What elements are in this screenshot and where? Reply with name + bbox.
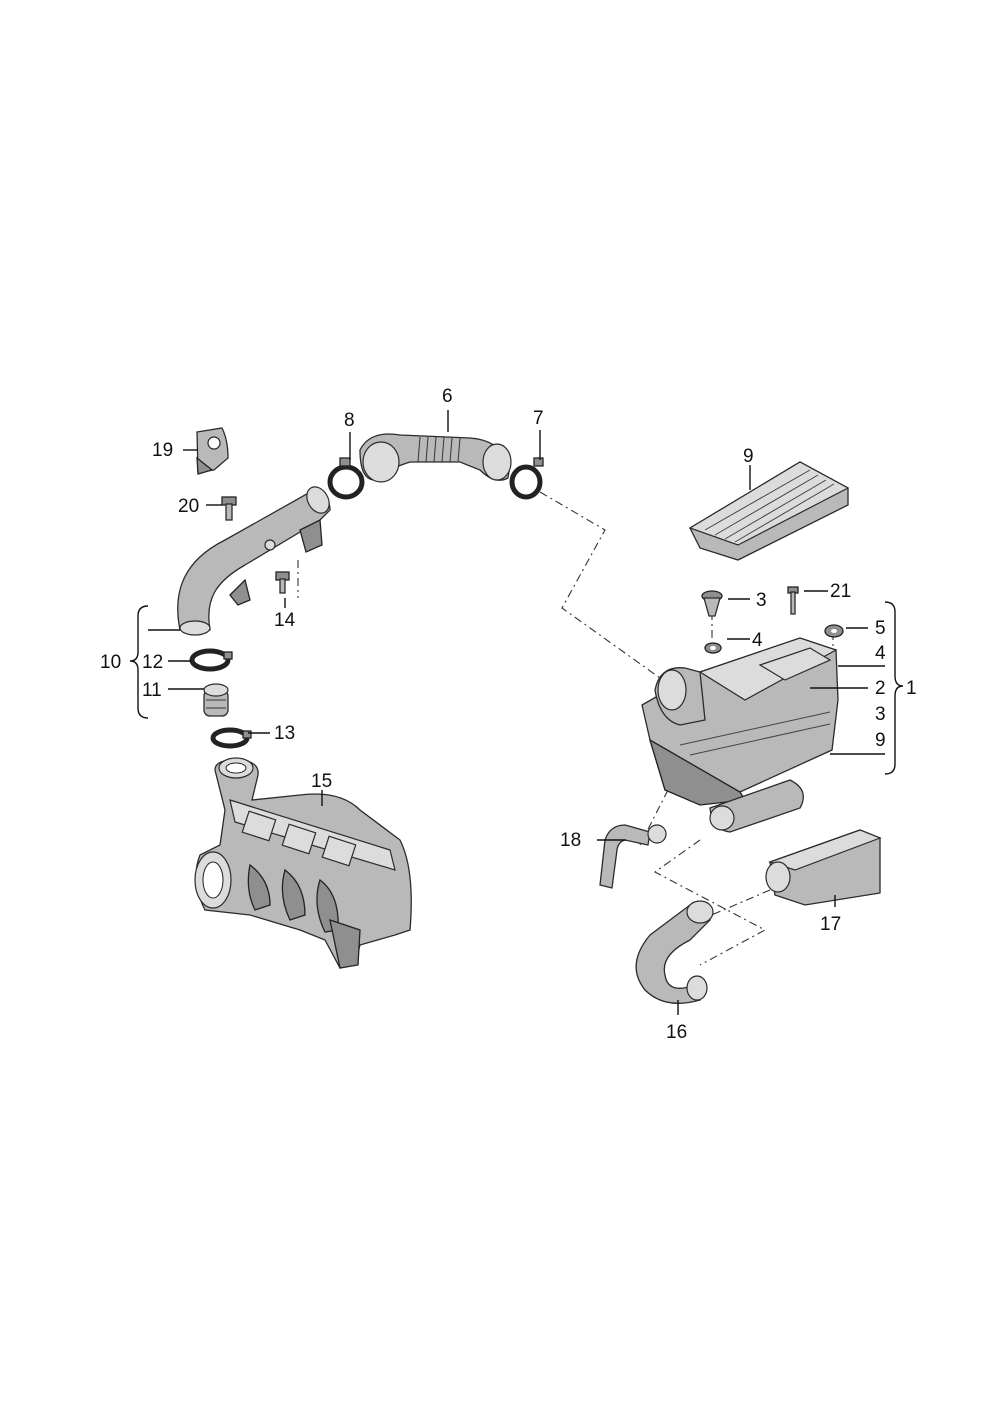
bracket-part-19[interactable] [196, 427, 229, 475]
clamp-part-12[interactable] [189, 648, 233, 672]
callout-5: 5 [875, 618, 886, 639]
clamp-part-7[interactable] [509, 457, 544, 500]
callout-3-top: 3 [756, 590, 767, 611]
air-filter-housing-part-1[interactable] [641, 637, 839, 806]
bellows-hose-part-6[interactable] [359, 433, 512, 483]
callout-12: 12 [142, 652, 163, 673]
callout-4-top: 4 [752, 630, 763, 651]
callout-19: 19 [152, 440, 173, 461]
callout-4-side: 4 [875, 643, 886, 664]
callout-2: 2 [875, 678, 886, 699]
callout-20: 20 [178, 496, 199, 517]
callout-9-top: 9 [743, 446, 754, 467]
hose-part-18[interactable] [599, 824, 667, 889]
filter-element-part-9[interactable] [688, 461, 850, 561]
intake-pipe-part-10[interactable] [177, 483, 334, 636]
housing-outlet [709, 779, 804, 833]
callout-17: 17 [820, 914, 841, 935]
callout-10: 10 [100, 652, 121, 673]
sleeve-part-11[interactable] [203, 683, 229, 717]
callout-11: 11 [142, 680, 162, 701]
callout-18: 18 [560, 830, 581, 851]
clamp-part-13[interactable] [210, 727, 252, 749]
intake-duct-part-17[interactable] [765, 829, 882, 906]
bolt-part-14[interactable] [275, 571, 290, 594]
callout-21: 21 [830, 581, 851, 602]
washer-part-4[interactable] [704, 642, 722, 654]
callouts: 6 8 7 9 19 20 14 10 12 11 13 15 3 21 4 5… [100, 386, 917, 1043]
hose-part-16[interactable] [635, 900, 714, 1004]
bolt-part-20[interactable] [221, 496, 237, 521]
callout-1: 1 [906, 678, 917, 699]
leader-lines [148, 410, 885, 1015]
callout-16: 16 [666, 1022, 687, 1043]
clamp-part-8[interactable] [327, 457, 365, 500]
nut-part-5[interactable] [824, 624, 844, 638]
callout-3-side: 3 [875, 704, 886, 725]
grommet-part-3[interactable] [701, 590, 723, 617]
callout-8: 8 [344, 410, 355, 431]
callout-7: 7 [533, 408, 544, 429]
braces [129, 601, 904, 775]
callout-13: 13 [274, 723, 295, 744]
callout-14: 14 [274, 610, 296, 631]
bolt-part-21[interactable] [787, 586, 799, 615]
callout-6: 6 [442, 386, 453, 407]
callout-15: 15 [311, 771, 332, 792]
callout-9-side: 9 [875, 730, 886, 751]
turbocharger-part-15[interactable] [194, 757, 412, 969]
